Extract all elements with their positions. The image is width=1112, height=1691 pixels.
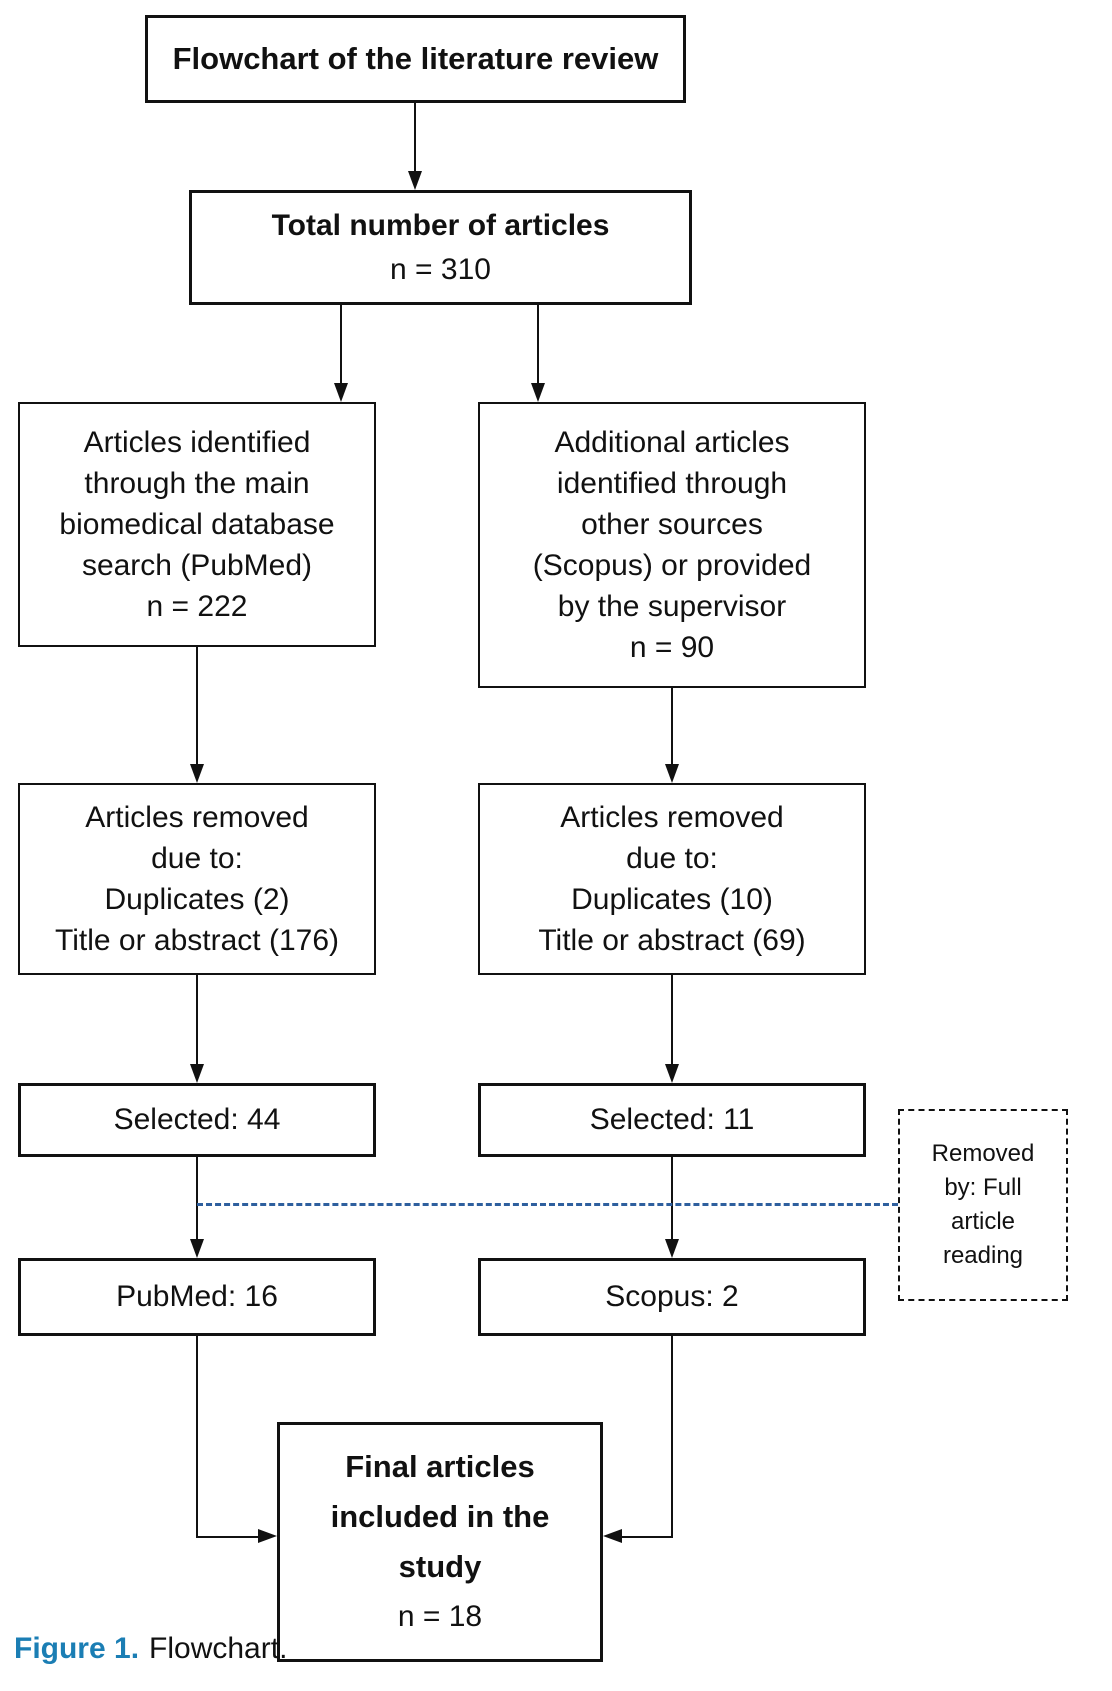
title-box-label: Flowchart of the literature review	[172, 41, 659, 76]
connector-scopus-result-to-final-vertical	[671, 1336, 673, 1537]
pubmed-selected-label: Selected: 44	[113, 1103, 281, 1136]
arrowhead-pubmed-result-to-final	[258, 1529, 277, 1543]
final-articles-box: Final articles included in the study n =…	[277, 1422, 603, 1662]
arrowhead-pubmed-identified-to-removed	[190, 764, 204, 783]
pubmed-identified-box: Articles identified through the main bio…	[18, 402, 376, 647]
connector-pubmed-result-to-final-horizontal	[196, 1536, 260, 1538]
arrowhead-scopus-identified-to-removed	[665, 764, 679, 783]
pubmed-selected-box: Selected: 44	[18, 1083, 376, 1157]
figure-caption-text: Flowchart.	[149, 1632, 288, 1665]
scopus-selected-label: Selected: 11	[589, 1103, 755, 1136]
arrowhead-pubmed-selected-to-result	[190, 1239, 204, 1258]
connector-total-to-scopus	[537, 305, 539, 383]
scopus-removed-label: Articles removed due to: Duplicates (10)…	[538, 801, 806, 957]
scopus-result-label: Scopus: 2	[605, 1280, 739, 1313]
pubmed-result-label: PubMed: 16	[116, 1280, 278, 1313]
total-articles-box: Total number of articles n = 310	[189, 190, 692, 305]
arrowhead-scopus-result-to-final	[603, 1529, 622, 1543]
scopus-result-box: Scopus: 2	[478, 1258, 866, 1336]
pubmed-identified-label: Articles identified through the main bio…	[59, 426, 335, 623]
final-articles-heading: Final articles included in the study	[330, 1449, 550, 1584]
connector-scopus-result-to-final-horizontal	[622, 1536, 673, 1538]
arrowhead-scopus-removed-to-selected	[665, 1064, 679, 1083]
arrowhead-pubmed-removed-to-selected	[190, 1064, 204, 1083]
connector-total-to-pubmed	[340, 305, 342, 383]
scopus-identified-label: Additional articles identified through o…	[532, 426, 812, 664]
pubmed-result-box: PubMed: 16	[18, 1258, 376, 1336]
scopus-removed-box: Articles removed due to: Duplicates (10)…	[478, 783, 866, 975]
figure-caption-label: Figure 1.	[14, 1632, 140, 1665]
connector-scopus-removed-to-selected	[671, 975, 673, 1064]
total-articles-heading: Total number of articles	[271, 208, 610, 242]
scopus-selected-box: Selected: 11	[478, 1083, 866, 1157]
pubmed-removed-label: Articles removed due to: Duplicates (2) …	[55, 801, 339, 957]
connector-pubmed-identified-to-removed	[196, 647, 198, 764]
connector-pubmed-selected-to-result	[196, 1157, 198, 1239]
arrowhead-scopus-selected-to-result	[665, 1239, 679, 1258]
pubmed-removed-box: Articles removed due to: Duplicates (2) …	[18, 783, 376, 975]
full-article-removal-note-box: Removed by: Full article reading	[898, 1109, 1068, 1301]
arrowhead-total-to-pubmed	[334, 383, 348, 402]
arrowhead-total-to-scopus	[531, 383, 545, 402]
connector-scopus-selected-to-result	[671, 1157, 673, 1239]
figure-caption: Figure 1. Flowchart.	[14, 1632, 287, 1666]
title-box: Flowchart of the literature review	[145, 15, 686, 103]
total-articles-count: n = 310	[390, 252, 491, 286]
connector-title-to-total	[414, 103, 416, 173]
connector-scopus-identified-to-removed	[671, 688, 673, 764]
final-articles-count: n = 18	[397, 1600, 483, 1633]
scopus-identified-box: Additional articles identified through o…	[478, 402, 866, 688]
arrowhead-title-to-total	[408, 171, 422, 190]
connector-pubmed-result-to-final-vertical	[196, 1336, 198, 1537]
connector-pubmed-removed-to-selected	[196, 975, 198, 1064]
full-article-removal-note-label: Removed by: Full article reading	[931, 1140, 1035, 1269]
full-article-removal-dashed-connector	[197, 1203, 898, 1206]
